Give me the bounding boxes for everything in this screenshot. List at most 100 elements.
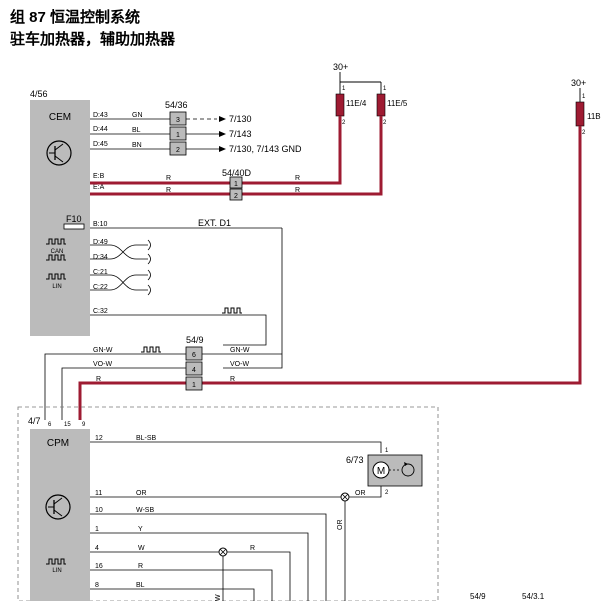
vertical-label-w: W [215, 594, 222, 601]
svg-text:VO-W: VO-W [93, 361, 112, 368]
svg-text:R: R [295, 175, 300, 182]
conn-54-9-ref: 54/9 [186, 335, 204, 345]
svg-text:R: R [230, 376, 235, 383]
cpm-top-pin-9: 9 [82, 422, 86, 428]
fuse-f10-label: F10 [66, 214, 82, 224]
svg-text:R: R [295, 187, 300, 194]
w-branch-wire-r: R [250, 545, 255, 552]
svg-text:2: 2 [342, 120, 346, 126]
motor-ref: 6/73 [346, 455, 364, 465]
cem-pin-d34: D:34 [93, 254, 108, 261]
svg-text:VO-W: VO-W [230, 361, 249, 368]
cpm-top-pin-6: 6 [48, 422, 52, 428]
cpm-wire-y: Y [138, 526, 143, 533]
cpm-pin-10: 10 [95, 507, 103, 514]
cem-ref: 4/56 [30, 89, 48, 99]
cpm-wire-w-sb: W-SB [136, 507, 154, 514]
lin-signal-icon [46, 273, 66, 280]
cem-pin-d49: D:49 [93, 239, 108, 246]
lin-signal-icon-c32 [222, 307, 242, 314]
cem-pin-ea: E:A [93, 184, 105, 191]
svg-text:GN-W: GN-W [230, 347, 250, 354]
svg-text:4: 4 [192, 367, 196, 374]
cpm-wire-or: OR [136, 490, 147, 497]
supply-30-label: 30+ [333, 62, 348, 72]
can-label: CAN [51, 249, 64, 255]
cpm-wire-bl: BL [136, 582, 145, 589]
svg-text:2: 2 [234, 193, 238, 200]
can-signal-icon [46, 238, 66, 261]
cpm-pin-4: 4 [95, 545, 99, 552]
page-title: 组 87 恒温控制系统 [10, 9, 141, 26]
cem-pin-c21: C:21 [93, 269, 108, 276]
svg-text:11E/4: 11E/4 [346, 99, 367, 108]
cem-name: CEM [49, 112, 71, 123]
cem-pin-b10: B:10 [93, 221, 108, 228]
transistor-icon [45, 494, 71, 520]
dest-7-130: 7/130 [229, 114, 252, 124]
dest-gnd: 7/130, 7/143 GND [229, 144, 302, 154]
cem-pin-c32: C:32 [93, 308, 108, 315]
cpm-name: CPM [47, 438, 69, 449]
svg-text:1: 1 [176, 132, 180, 139]
cem-pin-d44: D:44 [93, 126, 108, 133]
cpm-wire-r: R [138, 563, 143, 570]
connector-54-40d: 1 2 [229, 176, 243, 201]
transistor-icon [46, 140, 72, 166]
cem-pin-c22: C:22 [93, 284, 108, 291]
connector-54-9: 6 4 1 [185, 346, 203, 391]
power-wire-cpm [78, 126, 582, 420]
svg-text:2: 2 [176, 147, 180, 154]
svg-text:R: R [96, 376, 101, 383]
motor-6-73: M 1 2 [367, 448, 423, 496]
cpm-pin-11: 11 [95, 490, 102, 497]
cpm-ref: 4/7 [28, 416, 41, 426]
vertical-label-or: OR [337, 520, 344, 531]
svg-text:6: 6 [192, 352, 196, 359]
fuse-f10-icon [63, 223, 85, 230]
conn-54-36-ref: 54/36 [165, 100, 188, 110]
svg-text:11B: 11B [587, 112, 601, 121]
svg-text:1: 1 [385, 448, 389, 454]
svg-text:2: 2 [582, 130, 586, 136]
svg-text:GN-W: GN-W [93, 347, 113, 354]
cem-module [30, 100, 90, 336]
cpm-top-pin-15: 15 [64, 422, 71, 428]
page-subtitle: 驻车加热器，辅助加热器 [10, 31, 176, 48]
cem-pin-d45: D:45 [93, 141, 108, 148]
wire-label-bn: BN [132, 142, 142, 149]
cem-pin-eb: E:B [93, 173, 105, 180]
dest-7-143: 7/143 [229, 129, 252, 139]
cpm-area-boundary [17, 406, 439, 601]
svg-text:M: M [377, 466, 385, 477]
wire-label-gn: GN [132, 112, 143, 119]
ext-d1-label: EXT. D1 [198, 218, 231, 228]
svg-text:R: R [166, 187, 171, 194]
svg-text:1: 1 [582, 94, 586, 100]
svg-text:3: 3 [176, 117, 180, 124]
lin-signal-icon-gnw [141, 346, 161, 353]
svg-text:2: 2 [383, 120, 387, 126]
motor-wire-or: OR [355, 490, 366, 497]
power-wires-cem [90, 116, 383, 196]
conn-54-40d-ref: 54/40D [222, 168, 252, 178]
lin-label: LIN [52, 284, 61, 290]
splice-point-or [340, 492, 350, 502]
cpm-pin-8: 8 [95, 582, 99, 589]
svg-text:1: 1 [383, 86, 387, 92]
cpm-pin-1: 1 [95, 526, 99, 533]
splice-point-w [218, 547, 228, 557]
cem-pin-d43: D:43 [93, 112, 108, 119]
svg-text:1: 1 [192, 382, 196, 389]
svg-text:2: 2 [385, 490, 389, 496]
supply-30-label-b: 30+ [571, 78, 586, 88]
footer-ref-54-3-1: 54/3.1 [522, 592, 545, 601]
footer-ref-54-9: 54/9 [470, 592, 486, 601]
lin-signal-icon-cpm [46, 558, 66, 565]
cpm-wire-bl-sb: BL-SB [136, 435, 157, 442]
cpm-lin-label: LIN [52, 568, 61, 574]
svg-text:11E/5: 11E/5 [387, 99, 408, 108]
cpm-wire-w: W [138, 545, 145, 552]
cpm-pin-12: 12 [95, 435, 103, 442]
